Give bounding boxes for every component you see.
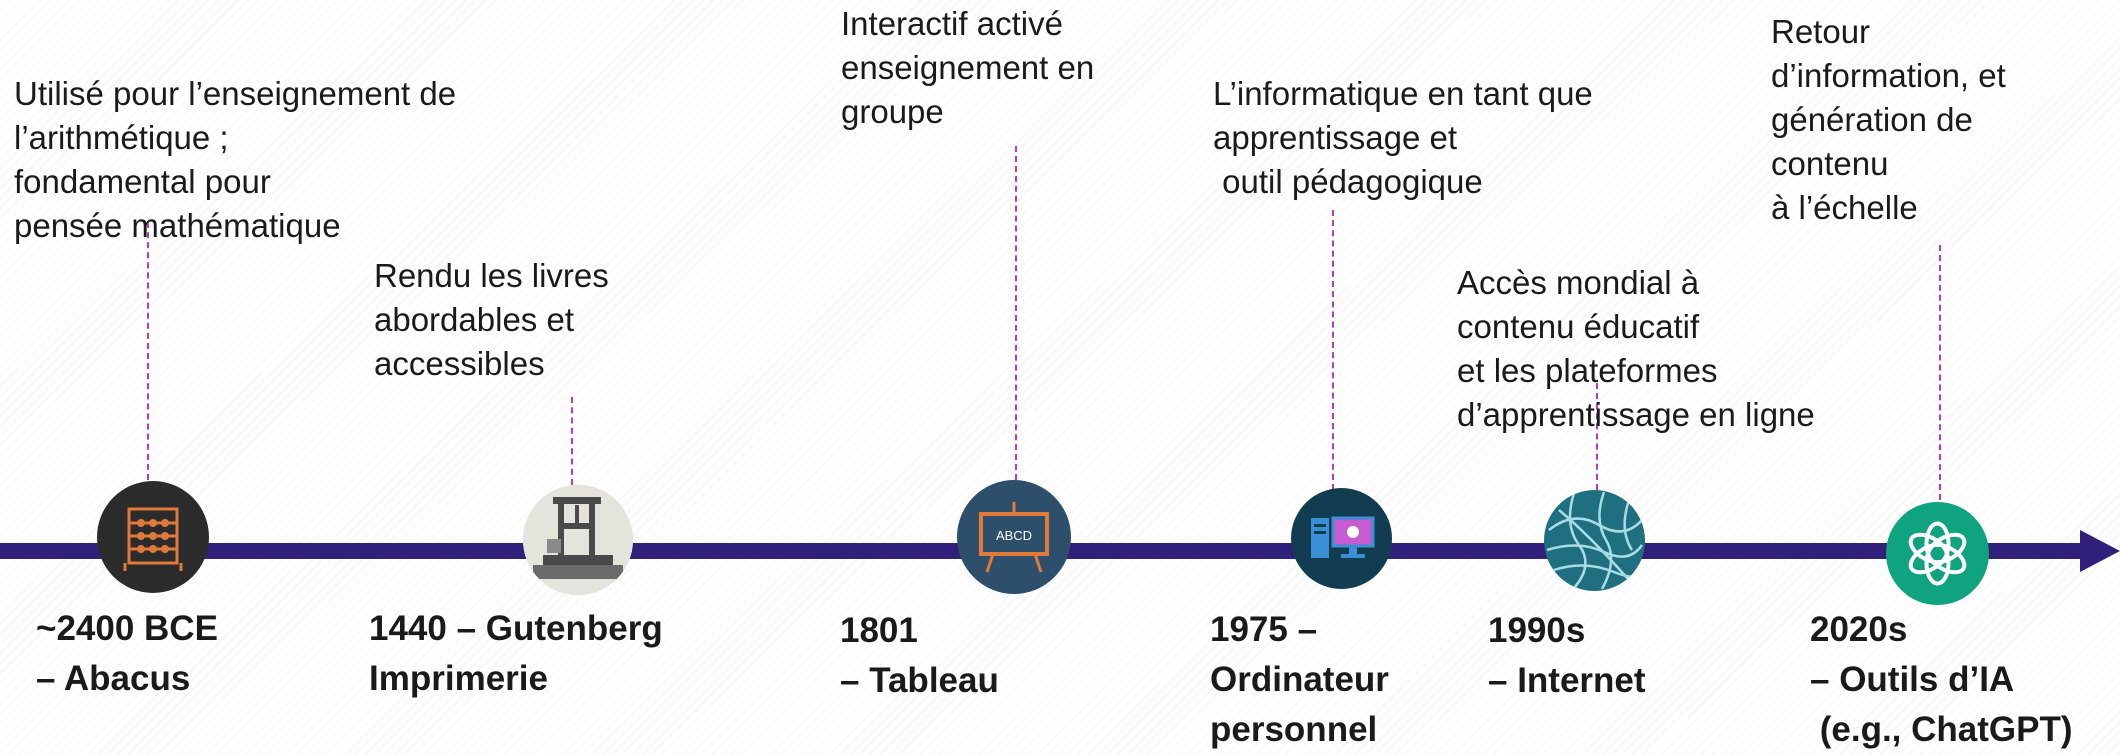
event-description-abacus: Utilisé pour l’enseignement de l’arithmé… <box>14 75 457 244</box>
openai-logo-node <box>1886 502 1989 605</box>
connector-internet <box>1596 383 1598 490</box>
event-description-gutenberg: Rendu les livres abordables et accessibl… <box>374 257 609 382</box>
printing-press-icon <box>523 485 633 595</box>
computer-node <box>1291 488 1392 589</box>
event-description-tableau: Interactif activé enseignement en groupe <box>841 5 1095 130</box>
event-description-ia: Retour d’information, et génération de c… <box>1771 13 2006 226</box>
network-globe-node <box>1544 490 1645 591</box>
chalkboard-text: ABCD <box>996 528 1032 543</box>
printing-press-node <box>523 485 633 595</box>
connector-ia <box>1939 245 1941 500</box>
computer-icon <box>1311 516 1375 558</box>
openai-logo-icon <box>1908 521 1967 586</box>
chalkboard-icon: ABCD <box>979 502 1049 573</box>
connector-tableau <box>1015 146 1017 480</box>
event-label-gutenberg: 1440 – Gutenberg Imprimerie <box>369 609 663 698</box>
connector-ordinateur <box>1332 210 1334 490</box>
connector-abacus <box>147 222 149 480</box>
event-label-abacus: ~2400 BCE – Abacus <box>36 609 218 698</box>
abacus-icon <box>123 507 183 571</box>
event-label-internet: 1990s – Internet <box>1488 611 1646 700</box>
chalkboard-node: ABCD <box>957 480 1071 594</box>
timeline-arrowhead <box>2080 530 2120 572</box>
event-label-ia: 2020s – Outils d’IA (e.g., ChatGPT) <box>1810 610 2073 749</box>
event-label-ordinateur: 1975 – Ordinateur personnel <box>1210 610 1389 749</box>
event-description-internet: Accès mondial à contenu éducatif et les … <box>1457 264 1815 433</box>
network-globe-icon <box>1546 491 1644 590</box>
event-label-tableau: 1801 – Tableau <box>840 611 999 700</box>
event-description-ordinateur: L’informatique en tant que apprentissage… <box>1213 75 1593 200</box>
abacus-node <box>97 481 209 593</box>
connector-gutenberg <box>571 397 573 485</box>
